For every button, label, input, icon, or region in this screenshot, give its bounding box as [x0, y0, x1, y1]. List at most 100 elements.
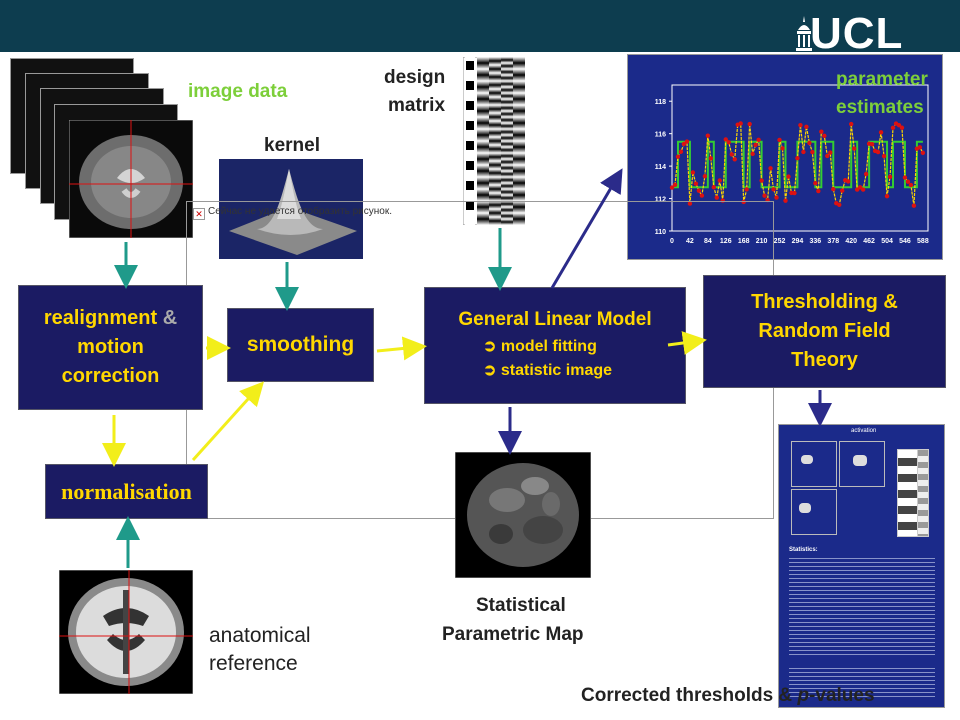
realignment-line: realignment & — [43, 307, 178, 329]
param-label-1: parameter — [836, 69, 928, 90]
ucl-dome-icon — [796, 16, 812, 51]
data-point — [786, 174, 791, 179]
corrected-label: Corrected thresholds & p-values — [581, 685, 875, 706]
data-point — [699, 193, 705, 198]
contrast-matrix — [917, 449, 929, 537]
data-point — [828, 150, 833, 155]
spm-image — [455, 452, 591, 578]
data-point — [768, 166, 773, 171]
plot-frame — [671, 84, 929, 232]
data-point — [759, 178, 764, 183]
activation-blob — [799, 503, 811, 513]
data-point — [846, 179, 851, 184]
data-point — [911, 203, 917, 208]
y-tick-label: 112 — [655, 197, 666, 204]
data-point — [732, 157, 737, 162]
data-point — [851, 146, 857, 151]
activation-blob — [853, 455, 867, 466]
data-point — [669, 185, 675, 190]
y-tick-label: 118 — [655, 99, 666, 106]
data-point — [813, 180, 818, 186]
data-point — [849, 121, 854, 127]
activation-blob — [801, 455, 813, 464]
brain-slice-front — [69, 120, 193, 238]
data-point — [705, 133, 711, 138]
glm-item-2: ➲ statistic image — [483, 361, 613, 379]
data-point — [890, 125, 896, 131]
data-point — [783, 198, 788, 203]
data-point — [807, 140, 812, 146]
x-tick-label: 294 — [792, 238, 804, 245]
data-point — [920, 150, 926, 156]
realignment-box: realignment & motion correction — [18, 285, 203, 410]
x-tick-label: 42 — [686, 238, 694, 245]
data-point — [795, 155, 800, 161]
data-point — [863, 171, 869, 177]
data-point — [723, 137, 728, 142]
data-point — [780, 146, 785, 151]
stats-footer — [789, 665, 935, 697]
data-point — [798, 122, 803, 128]
data-point — [905, 179, 911, 184]
x-tick-label: 378 — [827, 238, 839, 245]
image-stack — [10, 58, 195, 240]
spm-label-1: Statistical — [476, 595, 566, 616]
data-point — [887, 174, 893, 180]
data-point — [729, 152, 734, 157]
broken-image-text: Сейчас не удается отобразить рисунок. — [208, 206, 392, 217]
data-point — [869, 141, 875, 147]
x-tick-label: 210 — [756, 238, 768, 245]
stats-heading: Statistics: — [789, 547, 818, 553]
contrast-matrix — [897, 449, 919, 537]
glm-item-1: ➲ model fitting — [483, 337, 597, 355]
data-point — [693, 181, 699, 186]
data-point — [774, 195, 779, 200]
data-point — [675, 154, 681, 159]
y-tick-label: 116 — [655, 132, 666, 139]
data-point — [804, 124, 809, 130]
data-point — [726, 140, 731, 145]
x-tick-label: 336 — [810, 238, 822, 245]
smoothing-box: smoothing — [227, 308, 374, 382]
anatomical-label-2: reference — [209, 652, 298, 675]
data-point — [777, 137, 782, 143]
results-panel: activation Statistics: — [778, 424, 945, 708]
kernel-image — [219, 159, 363, 259]
normalisation-box: normalisation — [45, 464, 208, 519]
x-tick-label: 0 — [670, 238, 674, 245]
data-point — [816, 188, 821, 194]
data-point — [678, 149, 684, 154]
data-point — [792, 190, 797, 196]
data-point — [747, 121, 752, 127]
x-tick-label: 84 — [704, 238, 712, 245]
x-tick-label: 588 — [917, 238, 929, 245]
data-point — [756, 137, 761, 143]
data-point — [771, 187, 776, 192]
anatomical-label-1: anatomical — [209, 624, 311, 647]
normalisation-label: normalisation — [61, 478, 192, 504]
data-point — [687, 201, 693, 206]
thresholding-line-1: Thresholding & — [751, 291, 898, 313]
data-point — [681, 141, 687, 147]
data-point — [860, 187, 866, 192]
stats-table — [789, 555, 935, 655]
data-point — [738, 121, 743, 126]
broken-image-icon: ✕ — [193, 208, 205, 220]
param-label-2: estimates — [836, 97, 924, 118]
data-point — [672, 182, 678, 188]
glass-brain-3 — [791, 489, 837, 535]
y-tick-label: 114 — [655, 164, 666, 171]
data-point — [917, 145, 923, 150]
glass-brain-2 — [839, 441, 885, 487]
smoothing-label: smoothing — [246, 333, 355, 356]
data-point — [831, 186, 836, 192]
data-point — [881, 153, 887, 159]
x-tick-label: 462 — [863, 238, 875, 245]
data-point — [875, 149, 881, 155]
data-point — [825, 153, 830, 159]
design-label-2: matrix — [388, 95, 446, 116]
design-label-1: design — [384, 67, 446, 88]
kernel-label: kernel — [264, 135, 320, 156]
